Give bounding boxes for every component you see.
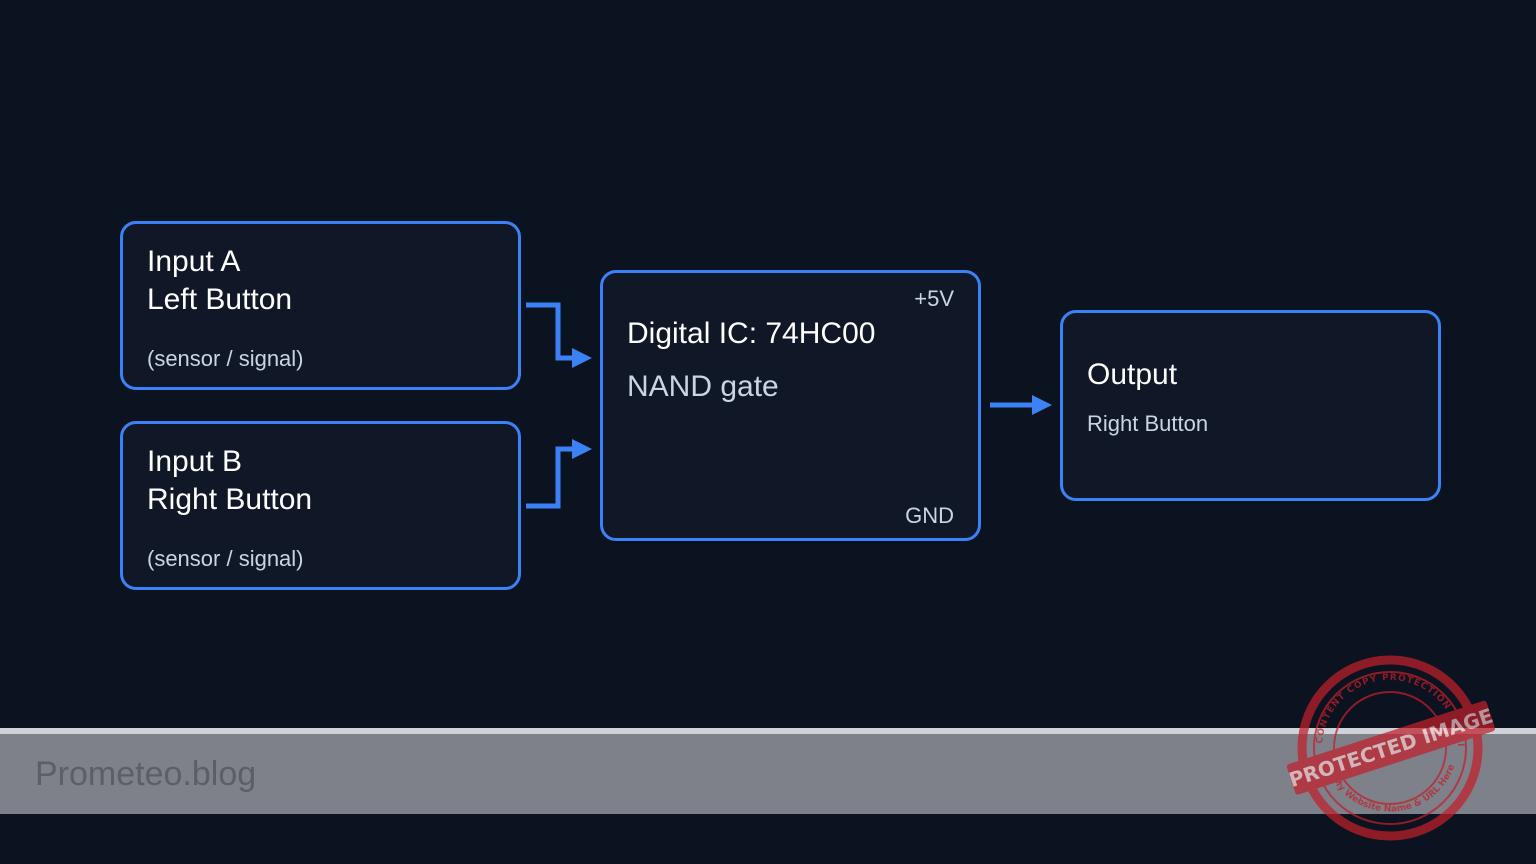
output-title: Output: [1087, 358, 1178, 391]
input-b-box: Input B Right Button (sensor / signal): [120, 421, 521, 590]
output-label: Right Button: [1087, 411, 1209, 436]
ic-title: Digital IC: 74HC00: [627, 317, 876, 350]
stamp-main-text: PROTECTED IMAGE: [1286, 703, 1496, 792]
input-a-title: Input A: [147, 245, 241, 278]
footer-bar: Prometeo.blog: [0, 734, 1536, 814]
input-b-title: Input B: [147, 445, 243, 478]
input-b-note: (sensor / signal): [147, 546, 304, 571]
input-b-subtitle: Right Button: [147, 483, 313, 516]
ic-box: +5V Digital IC: 74HC00 NAND gate GND: [600, 270, 981, 541]
arrow-head-output: [1032, 395, 1052, 415]
footer-divider: [0, 728, 1536, 734]
arrow-head-input-b: [572, 439, 592, 459]
ic-function: NAND gate: [627, 370, 779, 403]
input-a-box: Input A Left Button (sensor / signal): [120, 221, 521, 390]
wire-input-b: [526, 446, 574, 509]
output-box: Output Right Button: [1060, 310, 1441, 501]
footer-brand: Prometeo.blog: [35, 755, 257, 793]
ground-label: GND: [905, 503, 954, 528]
arrow-head-input-a: [572, 348, 592, 368]
power-label: +5V: [914, 286, 954, 311]
input-a-subtitle: Left Button: [147, 283, 293, 316]
wire-input-a: [526, 302, 574, 361]
input-a-note: (sensor / signal): [147, 346, 304, 371]
protected-image-stamp: CONTENT COPY PROTECTION PLUGIN My Websit…: [1282, 648, 1496, 841]
